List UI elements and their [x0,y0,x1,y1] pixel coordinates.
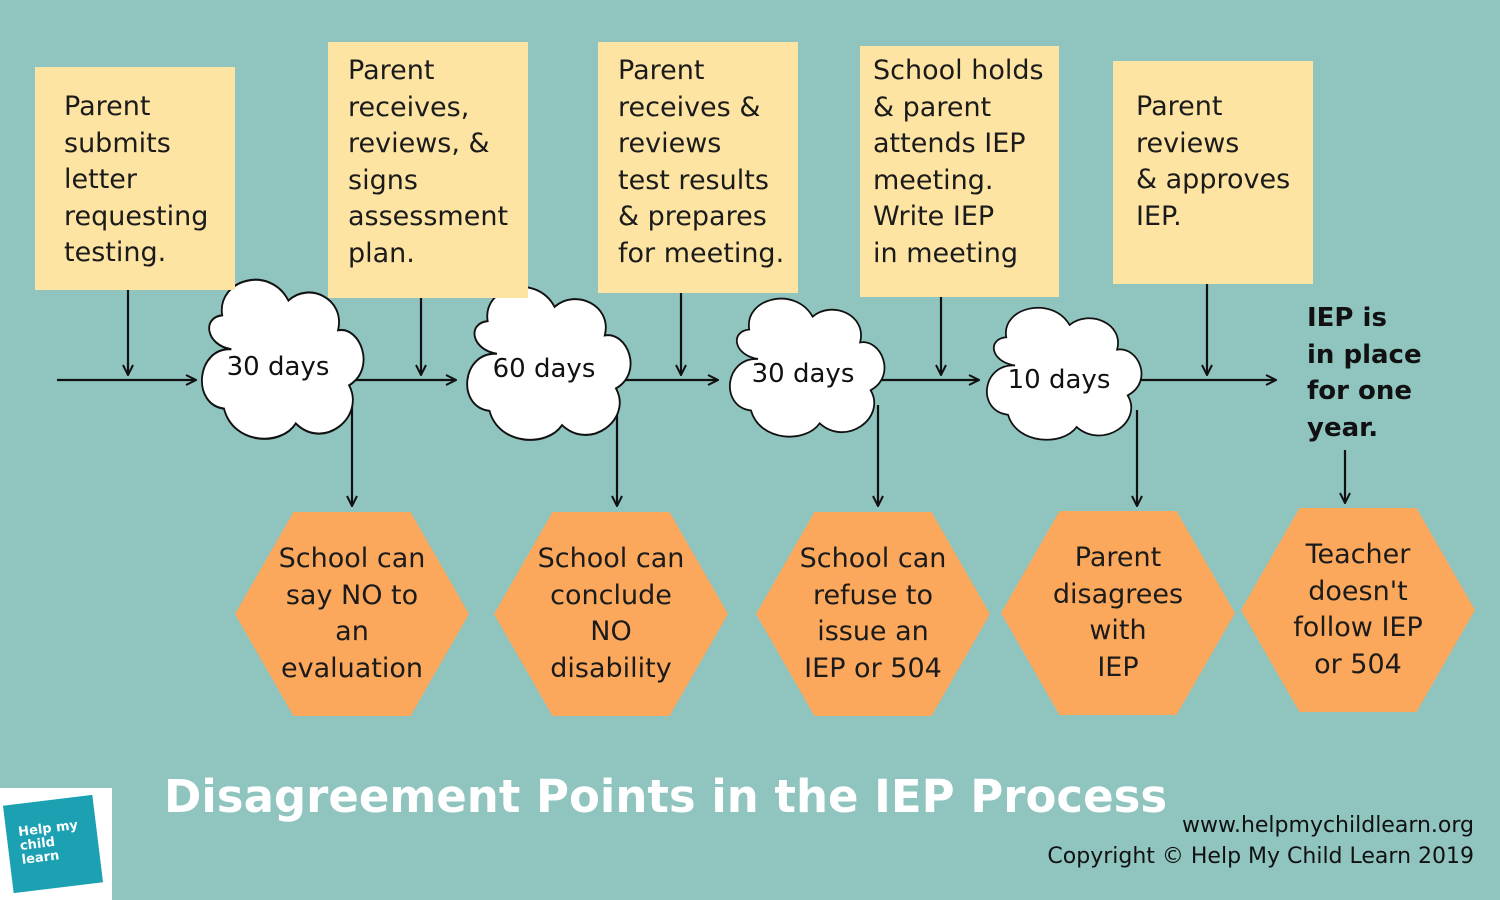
cloud-label: 60 days [493,354,596,384]
disagreement-arrows [352,400,1345,506]
step-iep-meeting: School holds & parent attends IEP meetin… [860,46,1059,297]
disagreement-refuse-iep: School can refuse to issue an IEP or 504 [756,512,990,716]
website-url: www.helpmychildlearn.org [1182,813,1474,838]
disagreement-no-evaluation: School can say NO to an evaluation [235,512,469,716]
cloud-label: 30 days [752,359,855,389]
disagreement-parent-disagrees: Parent disagrees with IEP [1001,511,1235,715]
step-arrows [128,284,1207,375]
cloud-10-days: 10 days [986,306,1143,441]
logo: Help my child learn [0,788,112,900]
cloud-30-days-1: 30 days [200,278,365,440]
page-title: Disagreement Points in the IEP Process [164,770,1168,823]
logo-badge: Help my child learn [2,794,104,894]
cloud-label: 30 days [227,352,330,382]
step-submit-request: Parent submits letter requesting testing… [35,67,235,290]
end-note: IEP is in place for one year. [1307,303,1422,443]
disagreement-no-disability: School can conclude NO disability [494,512,728,716]
disagreement-teacher-noncompliance: Teacher doesn't follow IEP or 504 [1241,508,1475,712]
cloud-30-days-2: 30 days [728,297,886,438]
step-review-results: Parent receives & reviews test results &… [598,42,798,293]
step-approve-iep: Parent reviews & approves IEP. [1113,61,1313,284]
cloud-60-days: 60 days [466,285,632,441]
cloud-label: 10 days [1008,365,1111,395]
footer: www.helpmychildlearn.org Copyright © Hel… [1047,810,1474,872]
step-sign-assessment: Parent receives, reviews, & signs assess… [328,42,528,298]
copyright: Copyright © Help My Child Learn 2019 [1047,844,1474,869]
